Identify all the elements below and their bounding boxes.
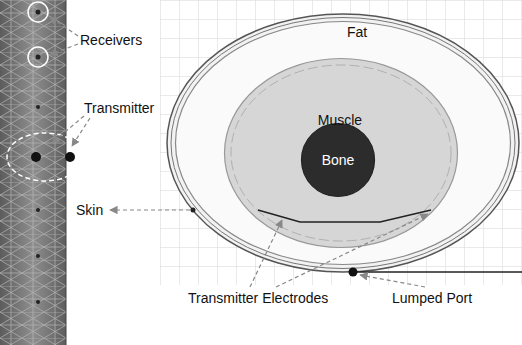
layer-name: Muscle [318,112,362,128]
grid [160,0,522,285]
mesh [0,0,66,345]
limb-model [0,0,66,345]
port-label: Lumped Port [392,290,472,306]
skin-point [191,208,196,213]
transmitter-electrode [65,152,75,162]
receiver-ring [28,47,48,67]
port-line [353,271,522,273]
electrode-wire [258,210,431,222]
skin-label: Skin [76,202,103,218]
leader-lines [50,17,428,287]
skin-layer [167,14,519,272]
layer-name: Bone [322,152,355,168]
fat-layer: Bone Muscle Fat [175,21,511,265]
receiver-label: Receivers [80,32,142,48]
electrode-label: Transmitter Electrodes [188,290,328,306]
transmitter-ring [7,133,83,181]
bone: Bone [301,123,375,197]
muscle-layer: Bone Muscle [224,58,458,248]
transmitter-label: Transmitter [84,100,154,116]
layer-name: Fat [347,24,367,40]
lumped-port [349,268,358,277]
transmitter-electrode [31,152,41,162]
receiver-ring [28,2,48,22]
skin-inner [171,18,515,269]
